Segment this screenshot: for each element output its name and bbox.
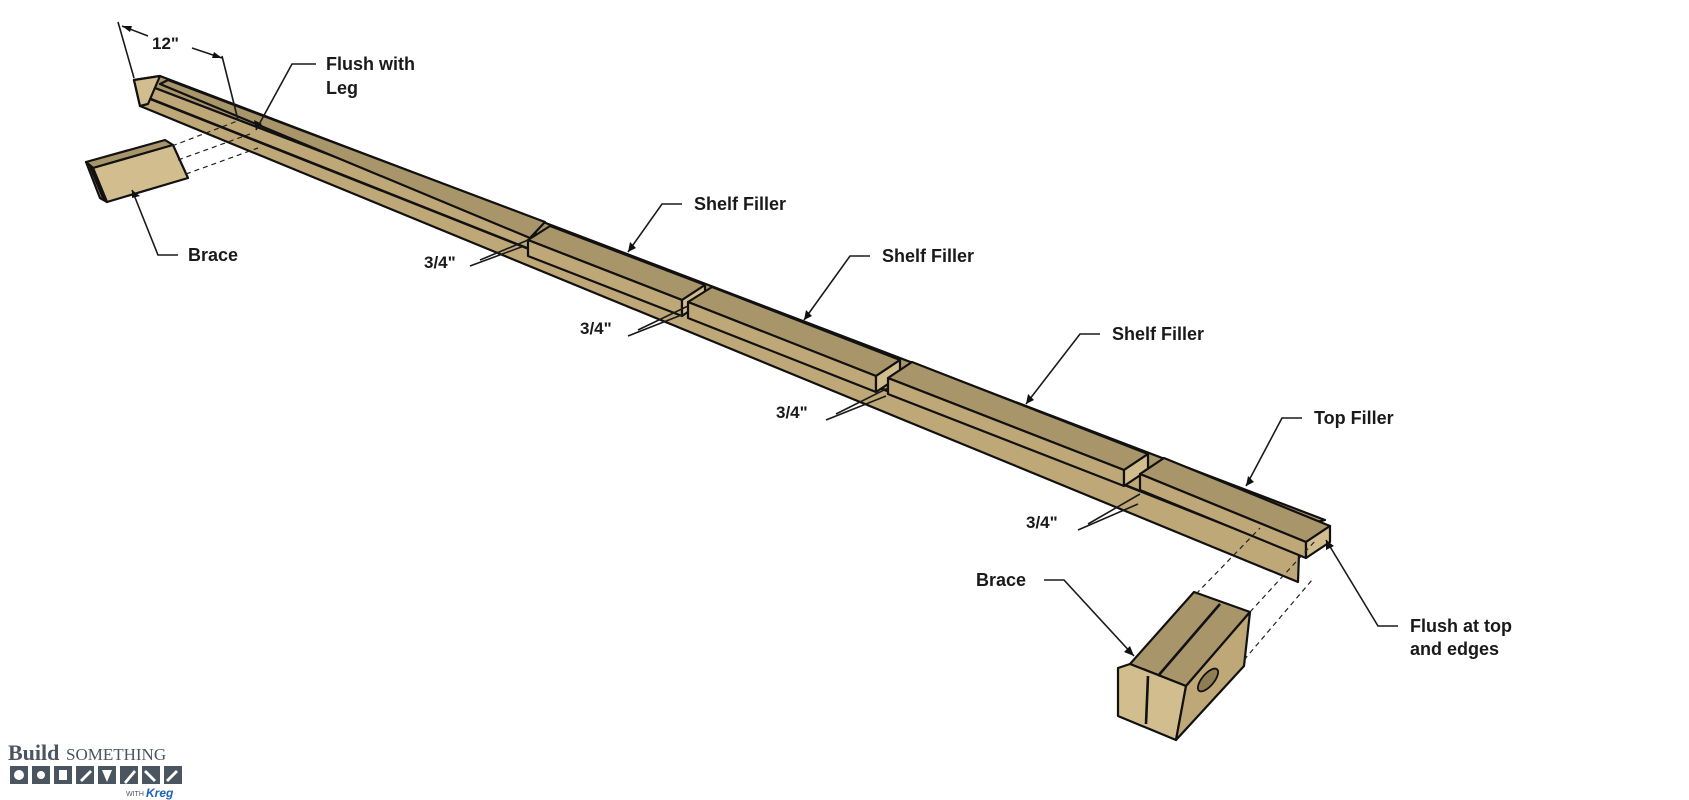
gap-dimension-3: 3/4" [776,387,889,422]
buildsomething-logo: Build SOMETHING WITH Kreg [8,740,182,800]
hidden-lines-left [171,119,259,175]
shelf-filler-1 [526,224,707,318]
flush-top-line2: and edges [1410,639,1499,659]
gap-dimension-1: 3/4" [424,239,529,272]
brace-right-label: Brace [976,570,1026,590]
pocket-hole [1196,667,1220,693]
flush-leg-line1: Flush with [326,54,415,74]
gap-3-label: 3/4" [776,403,808,422]
gap-4-label: 3/4" [1026,513,1058,532]
callout-brace-right: Brace [976,570,1135,657]
callout-flush-leg: Flush with Leg [254,54,415,131]
shelf-filler-1-label: Shelf Filler [694,194,786,214]
gap-1-label: 3/4" [424,253,456,272]
callout-flush-top: Flush at top and edges [1325,539,1512,659]
callout-shelf-filler-1: Shelf Filler [627,194,786,253]
flush-top-line1: Flush at top [1410,616,1512,636]
logo-tool-icons [10,766,182,784]
brace-left-label: Brace [188,245,238,265]
flush-leg-line2: Leg [326,78,358,98]
gap-2-label: 3/4" [580,319,612,338]
hidden-lines-right [1195,527,1317,661]
shelf-filler-3-label: Shelf Filler [1112,324,1204,344]
rail-filler-top [158,78,547,240]
brace-left [84,138,190,204]
logo-build-text: Build [8,740,59,765]
top-filler-label: Top Filler [1314,408,1394,428]
logo-with-text: WITH [126,791,144,798]
callout-brace-left: Brace [131,189,238,265]
dimension-12-inch: 12" [117,21,239,121]
logo-kreg-text: Kreg [146,786,174,800]
callout-top-filler: Top Filler [1245,408,1394,487]
gap-dimension-2: 3/4" [580,305,689,338]
brace-right [1116,590,1252,742]
dimension-12-label: 12" [152,34,179,53]
top-filler [1138,456,1332,560]
callout-shelf-filler-2: Shelf Filler [803,246,974,321]
logo-something-text: SOMETHING [66,745,166,764]
callout-shelf-filler-3: Shelf Filler [1025,324,1204,405]
shelf-filler-2-label: Shelf Filler [882,246,974,266]
gap-dimension-4: 3/4" [1026,493,1141,532]
shelf-filler-2 [686,285,902,394]
